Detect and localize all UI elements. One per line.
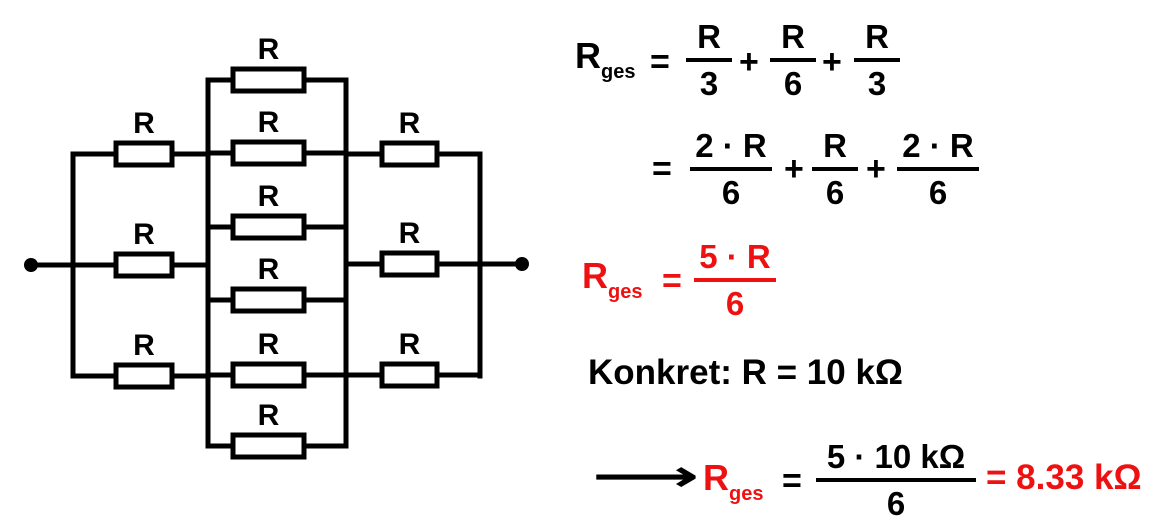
numerator: 2 · R	[695, 127, 767, 164]
resistor-label: R	[133, 329, 155, 362]
resistor-label: R	[258, 106, 280, 139]
resistor-label: R	[399, 217, 421, 250]
resistor	[230, 139, 307, 167]
resistor-label: R	[133, 107, 155, 140]
fraction-bar	[897, 167, 979, 171]
resistor	[379, 250, 440, 278]
equation-line-1: Rges	[575, 35, 635, 83]
denominator: 6	[928, 174, 948, 211]
fraction-bar	[686, 58, 732, 62]
resistor	[230, 66, 307, 94]
circuit-diagram: R R R R R R R R R R R R	[24, 33, 529, 460]
resistor-label: R	[258, 33, 280, 66]
plus-sign: +	[784, 150, 804, 188]
resistor	[113, 362, 175, 390]
rges-symbol: Rges	[575, 35, 635, 83]
r-subscript: ges	[729, 483, 764, 505]
denominator: 6	[783, 65, 803, 102]
denominator: 6	[886, 485, 906, 522]
numerator: 2 · R	[902, 127, 974, 164]
r-main: R	[703, 457, 729, 498]
fraction: 2 · R 6	[690, 127, 772, 212]
numerator: R	[865, 18, 889, 55]
fraction-bar	[854, 58, 900, 62]
r-main: R	[582, 255, 608, 296]
resistor-label: R	[258, 399, 280, 432]
rges-symbol: Rges	[703, 457, 763, 505]
r-main: R	[575, 35, 601, 76]
rges-symbol: Rges	[582, 255, 642, 303]
denominator: 6	[721, 174, 741, 211]
numerator: R	[697, 18, 721, 55]
resistor	[113, 140, 175, 168]
resistor	[230, 432, 307, 460]
resistor-label: R	[258, 253, 280, 286]
resistor	[230, 361, 307, 389]
resistor	[379, 140, 440, 168]
concrete-value-line: Konkret: R = 10 kΩ	[588, 353, 903, 392]
fraction: 2 · R 6	[897, 127, 979, 212]
equation-line-3: Rges	[582, 255, 642, 303]
denominator: 3	[699, 65, 719, 102]
denominator: 6	[725, 285, 745, 322]
equals-sign: =	[650, 43, 670, 81]
left-terminal	[24, 258, 38, 272]
resistor-label: R	[258, 328, 280, 361]
resistor	[230, 213, 307, 241]
fraction-bar	[690, 167, 772, 171]
denominator: 6	[825, 174, 845, 211]
resistor	[230, 286, 307, 314]
plus-sign: +	[866, 150, 886, 188]
equals-sign: =	[782, 462, 802, 500]
right-terminal	[515, 257, 529, 271]
r-subscript: ges	[608, 281, 643, 303]
fraction: 5 · 10 kΩ 6	[816, 438, 976, 523]
arrow-icon: ⟶	[592, 452, 700, 501]
plus-sign: +	[739, 43, 759, 81]
numerator: 5 · R	[699, 238, 771, 275]
plus-sign: +	[822, 43, 842, 81]
equals-sign: =	[652, 150, 672, 188]
fraction-bar	[770, 58, 816, 62]
resistor-label: R	[399, 107, 421, 140]
numerator: R	[781, 18, 805, 55]
fraction-bar	[816, 478, 976, 482]
equation-line-5: Rges	[703, 457, 763, 505]
resistor-label: R	[258, 180, 280, 213]
resistor	[379, 361, 440, 389]
resistor-label: R	[399, 328, 421, 361]
r-subscript: ges	[601, 61, 636, 83]
denominator: 3	[867, 65, 887, 102]
numerator: 5 · 10 kΩ	[826, 438, 966, 475]
result-value: = 8.33 kΩ	[986, 458, 1142, 497]
fraction: 5 · R 6	[694, 238, 776, 323]
fraction-bar	[812, 167, 858, 171]
resistor-label: R	[133, 218, 155, 251]
fraction-bar	[694, 278, 776, 282]
numerator: R	[823, 127, 847, 164]
resistor	[113, 251, 175, 279]
equals-sign: =	[662, 262, 682, 300]
